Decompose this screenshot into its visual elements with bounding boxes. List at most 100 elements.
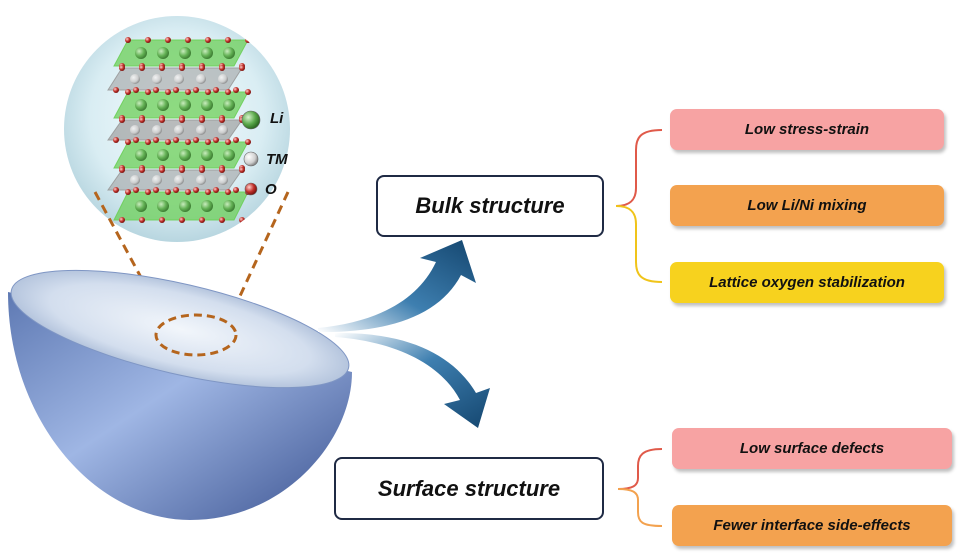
o-atom bbox=[205, 139, 211, 145]
li-atom bbox=[223, 200, 235, 212]
o-atom bbox=[165, 189, 171, 195]
o-atom bbox=[185, 89, 191, 95]
tm-atom bbox=[196, 175, 206, 185]
o-atom bbox=[233, 187, 239, 193]
o-atom bbox=[245, 139, 251, 145]
legend-tm-sphere bbox=[243, 151, 259, 167]
o-atom bbox=[125, 139, 131, 145]
o-atom bbox=[219, 65, 225, 71]
legend-o-sphere bbox=[244, 182, 258, 196]
o-atom bbox=[159, 217, 165, 223]
o-atom bbox=[199, 65, 205, 71]
property-low-li-ni-mixing: Low Li/Ni mixing bbox=[670, 185, 944, 226]
tm-atom bbox=[196, 125, 206, 135]
li-atom bbox=[179, 149, 191, 161]
o-atom bbox=[119, 217, 125, 223]
o-atom bbox=[125, 37, 131, 43]
o-atom bbox=[219, 217, 225, 223]
o-atom bbox=[179, 117, 185, 123]
o-atom bbox=[133, 137, 139, 143]
o-atom bbox=[165, 139, 171, 145]
li-atom bbox=[157, 149, 169, 161]
o-atom bbox=[179, 65, 185, 71]
o-atom bbox=[139, 65, 145, 71]
o-atom bbox=[219, 117, 225, 123]
o-atom bbox=[245, 89, 251, 95]
tm-atom bbox=[218, 74, 228, 84]
li-atom bbox=[201, 149, 213, 161]
o-atom bbox=[199, 217, 205, 223]
o-atom bbox=[199, 117, 205, 123]
o-atom bbox=[225, 89, 231, 95]
o-atom bbox=[153, 137, 159, 143]
hemisphere-particle bbox=[8, 269, 352, 520]
o-atom bbox=[159, 65, 165, 71]
o-atom bbox=[193, 137, 199, 143]
o-atom bbox=[165, 37, 171, 43]
tm-atom bbox=[196, 74, 206, 84]
o-atom bbox=[199, 167, 205, 173]
o-atom bbox=[179, 217, 185, 223]
zoom-region-ellipse bbox=[154, 313, 238, 357]
o-atom bbox=[125, 189, 131, 195]
o-atom bbox=[219, 167, 225, 173]
o-atom bbox=[153, 87, 159, 93]
o-atom bbox=[239, 65, 245, 71]
o-atom bbox=[119, 167, 125, 173]
o-atom bbox=[173, 137, 179, 143]
o-atom bbox=[145, 37, 151, 43]
o-atom bbox=[205, 37, 211, 43]
tm-atom bbox=[152, 74, 162, 84]
o-atom bbox=[179, 167, 185, 173]
brace-bulk bbox=[615, 129, 663, 283]
o-atom bbox=[145, 139, 151, 145]
li-atom bbox=[201, 47, 213, 59]
tm-atom bbox=[130, 74, 140, 84]
property-fewer-interface-side-effects: Fewer interface side-effects bbox=[672, 505, 952, 546]
o-atom bbox=[185, 139, 191, 145]
li-atom bbox=[223, 99, 235, 111]
o-atom bbox=[153, 187, 159, 193]
o-atom bbox=[113, 87, 119, 93]
tm-atom bbox=[174, 74, 184, 84]
zoom-circle bbox=[64, 16, 290, 242]
crystal-lattice bbox=[107, 37, 251, 223]
li-atom bbox=[179, 99, 191, 111]
o-atom bbox=[225, 139, 231, 145]
o-atom bbox=[125, 89, 131, 95]
legend-li-sphere bbox=[241, 110, 261, 130]
o-atom bbox=[139, 117, 145, 123]
o-atom bbox=[165, 89, 171, 95]
o-atom bbox=[159, 117, 165, 123]
li-atom bbox=[157, 47, 169, 59]
o-atom bbox=[139, 217, 145, 223]
legend-label-o: O bbox=[265, 181, 277, 198]
o-atom bbox=[239, 217, 245, 223]
li-atom bbox=[135, 99, 147, 111]
li-atom bbox=[201, 200, 213, 212]
o-atom bbox=[119, 117, 125, 123]
o-atom bbox=[193, 87, 199, 93]
brace-surface bbox=[617, 448, 663, 527]
li-atom bbox=[223, 149, 235, 161]
tm-atom bbox=[218, 175, 228, 185]
li-atom bbox=[179, 200, 191, 212]
o-atom bbox=[225, 189, 231, 195]
o-atom bbox=[213, 87, 219, 93]
o-atom bbox=[113, 137, 119, 143]
li-atom bbox=[179, 47, 191, 59]
o-atom bbox=[159, 167, 165, 173]
arrow-down-to-surface bbox=[335, 332, 490, 428]
li-atom bbox=[135, 47, 147, 59]
o-atom bbox=[145, 89, 151, 95]
li-atom bbox=[223, 47, 235, 59]
li-atom bbox=[201, 99, 213, 111]
property-low-surface-defects: Low surface defects bbox=[672, 428, 952, 469]
o-atom bbox=[205, 89, 211, 95]
curved-arrows bbox=[318, 240, 490, 428]
bulk-structure-box: Bulk structure bbox=[376, 175, 604, 237]
o-atom bbox=[145, 189, 151, 195]
o-atom bbox=[113, 187, 119, 193]
tm-atom bbox=[174, 175, 184, 185]
li-atom bbox=[157, 99, 169, 111]
